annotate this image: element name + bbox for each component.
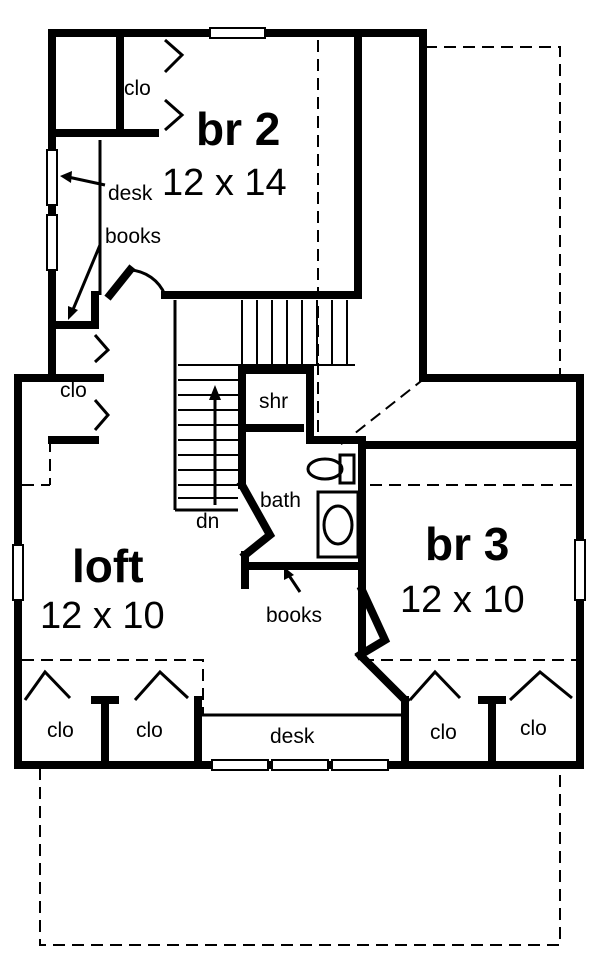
room-size-br3: 12 x 10 (400, 579, 525, 621)
arrow-up-icon (209, 385, 221, 505)
bath-label: bath (260, 489, 301, 512)
exterior-walls (14, 29, 584, 769)
books-label: books (105, 225, 161, 248)
closet-label: clo (60, 379, 87, 402)
staircase[interactable] (178, 300, 355, 505)
labels: br 2 12 x 14 loft 12 x 10 br 3 12 x 10 c… (40, 77, 547, 748)
stairs-down-label: dn (196, 510, 219, 533)
room-name-loft: loft (72, 540, 144, 592)
stair-treads (178, 300, 355, 499)
room-size-br2: 12 x 14 (162, 162, 287, 204)
door-swings (23, 38, 573, 702)
dashed-outlines (22, 40, 580, 946)
closet-label: clo (136, 719, 163, 742)
desk-label: desk (108, 182, 153, 205)
leader-arrows (60, 171, 302, 593)
toilet-icon (306, 453, 356, 485)
windows (12, 27, 586, 771)
desk-label: desk (270, 725, 315, 748)
room-size-loft: 12 x 10 (40, 595, 165, 637)
closet-label: clo (124, 77, 151, 100)
closet-label: clo (47, 719, 74, 742)
shower-label: shr (259, 390, 288, 413)
interior-walls (48, 29, 584, 769)
sink-icon (316, 490, 360, 559)
closet-label: clo (520, 717, 547, 740)
closet-label: clo (430, 721, 457, 744)
room-name-br3: br 3 (425, 518, 509, 570)
room-name-br2: br 2 (196, 103, 280, 155)
books-label: books (266, 604, 322, 627)
